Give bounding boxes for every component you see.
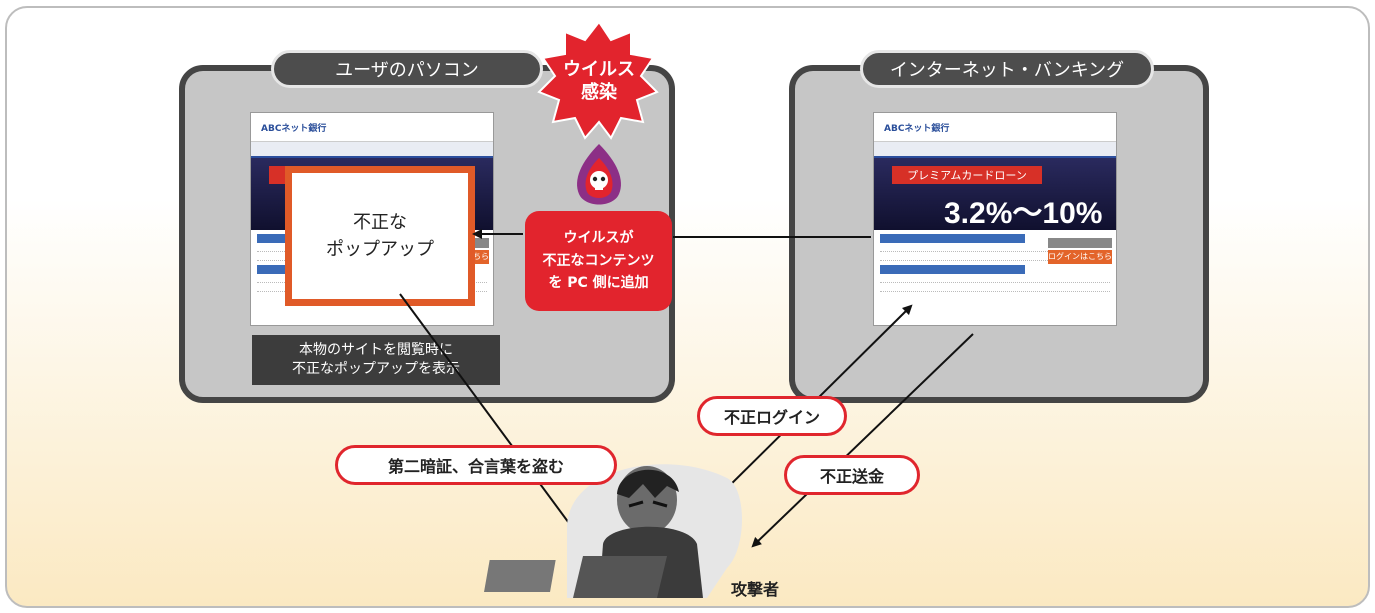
attacker-icon [484, 464, 742, 598]
site-banner: プレミアムカードローン 3.2%〜10% [874, 158, 1116, 230]
user-pc-title: ユーザのパソコン [271, 50, 543, 88]
site-row [880, 243, 1110, 252]
site-section-bar [880, 234, 1026, 243]
virus-badge-line2: 感染 [581, 82, 617, 104]
attacker-label: 攻撃者 [731, 580, 780, 599]
diagram-graphics [399, 20, 974, 598]
virus-infection-badge-shape [537, 20, 659, 140]
virus-action-box: ウイルスが 不正なコンテンツ を PC 側に追加 [525, 211, 672, 311]
popup-line1: 不正な [353, 212, 407, 233]
popup-line2: ポップアップ [326, 239, 434, 260]
site-logo: ABCネット銀行 [261, 124, 327, 134]
fraud-popup: 不正な ポップアップ [285, 166, 475, 306]
diagram-frame: ユーザのパソコン インターネット・バンキング ABCネット銀行 プレミアムカード… [5, 6, 1370, 608]
site-row [880, 274, 1110, 283]
site-content: ログインはこちら [874, 234, 1116, 292]
site-rate: 3.2%〜10% [944, 197, 1103, 230]
popup-caption: 本物のサイトを閲覧時に 不正なポップアップを表示 [252, 335, 500, 385]
virus-box-line1: ウイルスが [563, 230, 634, 247]
site-sidebar-header [1048, 238, 1112, 248]
site-sidebar: ログインはこちら [1048, 238, 1112, 264]
site-logo: ABCネット銀行 [884, 124, 950, 134]
illegal-transfer-label: 不正送金 [784, 455, 920, 495]
site-row [880, 252, 1110, 261]
site-header: ABCネット銀行 [251, 113, 493, 142]
site-login-button: ログインはこちら [1048, 250, 1112, 264]
illegal-login-label: 不正ログイン [697, 396, 847, 436]
caption-line2: 不正なポップアップを表示 [292, 361, 460, 377]
site-nav [874, 142, 1116, 158]
caption-line1: 本物のサイトを閲覧時に [299, 342, 453, 359]
site-header: ABCネット銀行 [874, 113, 1116, 142]
site-row [880, 283, 1110, 292]
virus-badge-text: ウイルス 感染 [563, 58, 635, 105]
arrow-bank-to-attacker [751, 333, 974, 548]
site-ribbon: プレミアムカードローン [892, 166, 1042, 184]
virus-box-line3: を PC 側に追加 [548, 275, 649, 292]
steal-credentials-label: 第二暗証、合言葉を盗む [335, 445, 617, 485]
site-section-bar [880, 265, 1026, 274]
virus-box-line2: 不正なコンテンツ [542, 252, 655, 269]
virus-badge-line1: ウイルス [563, 59, 635, 80]
arrow-steal-to-attacker [399, 293, 580, 539]
bank-site-screenshot: ABCネット銀行 プレミアムカードローン 3.2%〜10% ログインはこちら [873, 112, 1117, 326]
bank-title: インターネット・バンキング [860, 50, 1154, 88]
skull-icon [577, 144, 621, 205]
site-nav [251, 142, 493, 158]
